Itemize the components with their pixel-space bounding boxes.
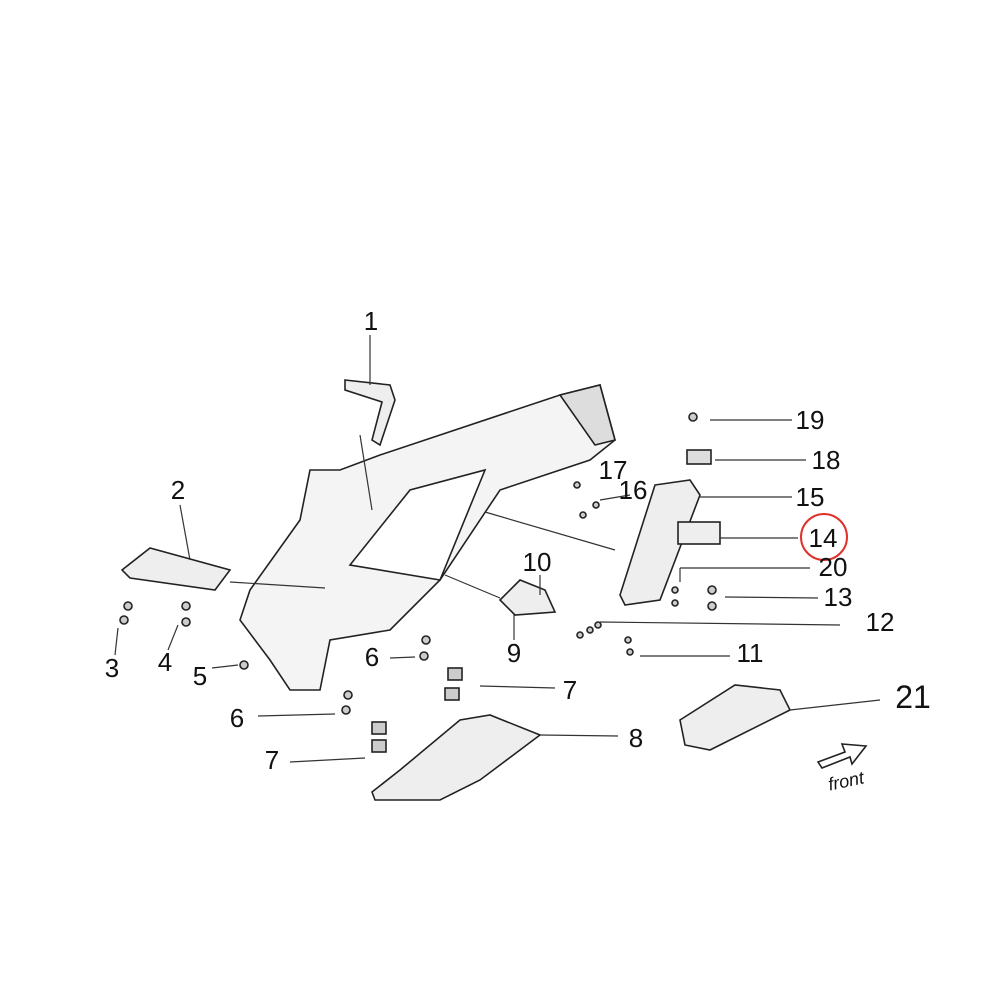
callout-21[interactable]: 21 [895,679,931,715]
callout-18[interactable]: 18 [811,445,841,475]
front-arrow-icon [816,743,868,769]
callout-9[interactable]: 9 [506,638,522,668]
callout-2[interactable]: 2 [170,475,186,505]
part-8-skid [371,714,542,801]
callout-19[interactable]: 19 [795,405,825,435]
callout-16[interactable]: 16 [618,475,648,505]
part-18-clip [686,449,712,465]
part-2-plate [120,547,232,591]
callout-5[interactable]: 5 [192,661,208,691]
hardware-nuts [119,412,717,753]
frame-part [239,384,616,691]
callout-3[interactable]: 3 [104,653,120,683]
callout-6[interactable]: 6 [364,642,380,672]
callout-12[interactable]: 12 [865,607,895,637]
callout-17[interactable]: 17 [598,455,628,485]
callout-4[interactable]: 4 [157,647,173,677]
callout-6[interactable]: 6 [229,703,245,733]
callout-7[interactable]: 7 [562,675,578,705]
callout-13[interactable]: 13 [823,582,853,612]
callout-1[interactable]: 1 [363,306,379,336]
part-15-rail [619,479,701,606]
callout-8[interactable]: 8 [628,723,644,753]
callout-15[interactable]: 15 [795,482,825,512]
part-14-block [677,521,721,545]
leader-lines [114,335,881,763]
callout-11[interactable]: 11 [736,638,764,668]
callout-10[interactable]: 10 [522,547,552,577]
part-10-bracket [498,579,557,616]
callout-7[interactable]: 7 [264,745,280,775]
callout-20[interactable]: 20 [818,552,848,582]
callout-14-highlight-circle [800,513,848,561]
part-1-bracket [344,379,396,447]
part-21-guard [679,684,792,751]
